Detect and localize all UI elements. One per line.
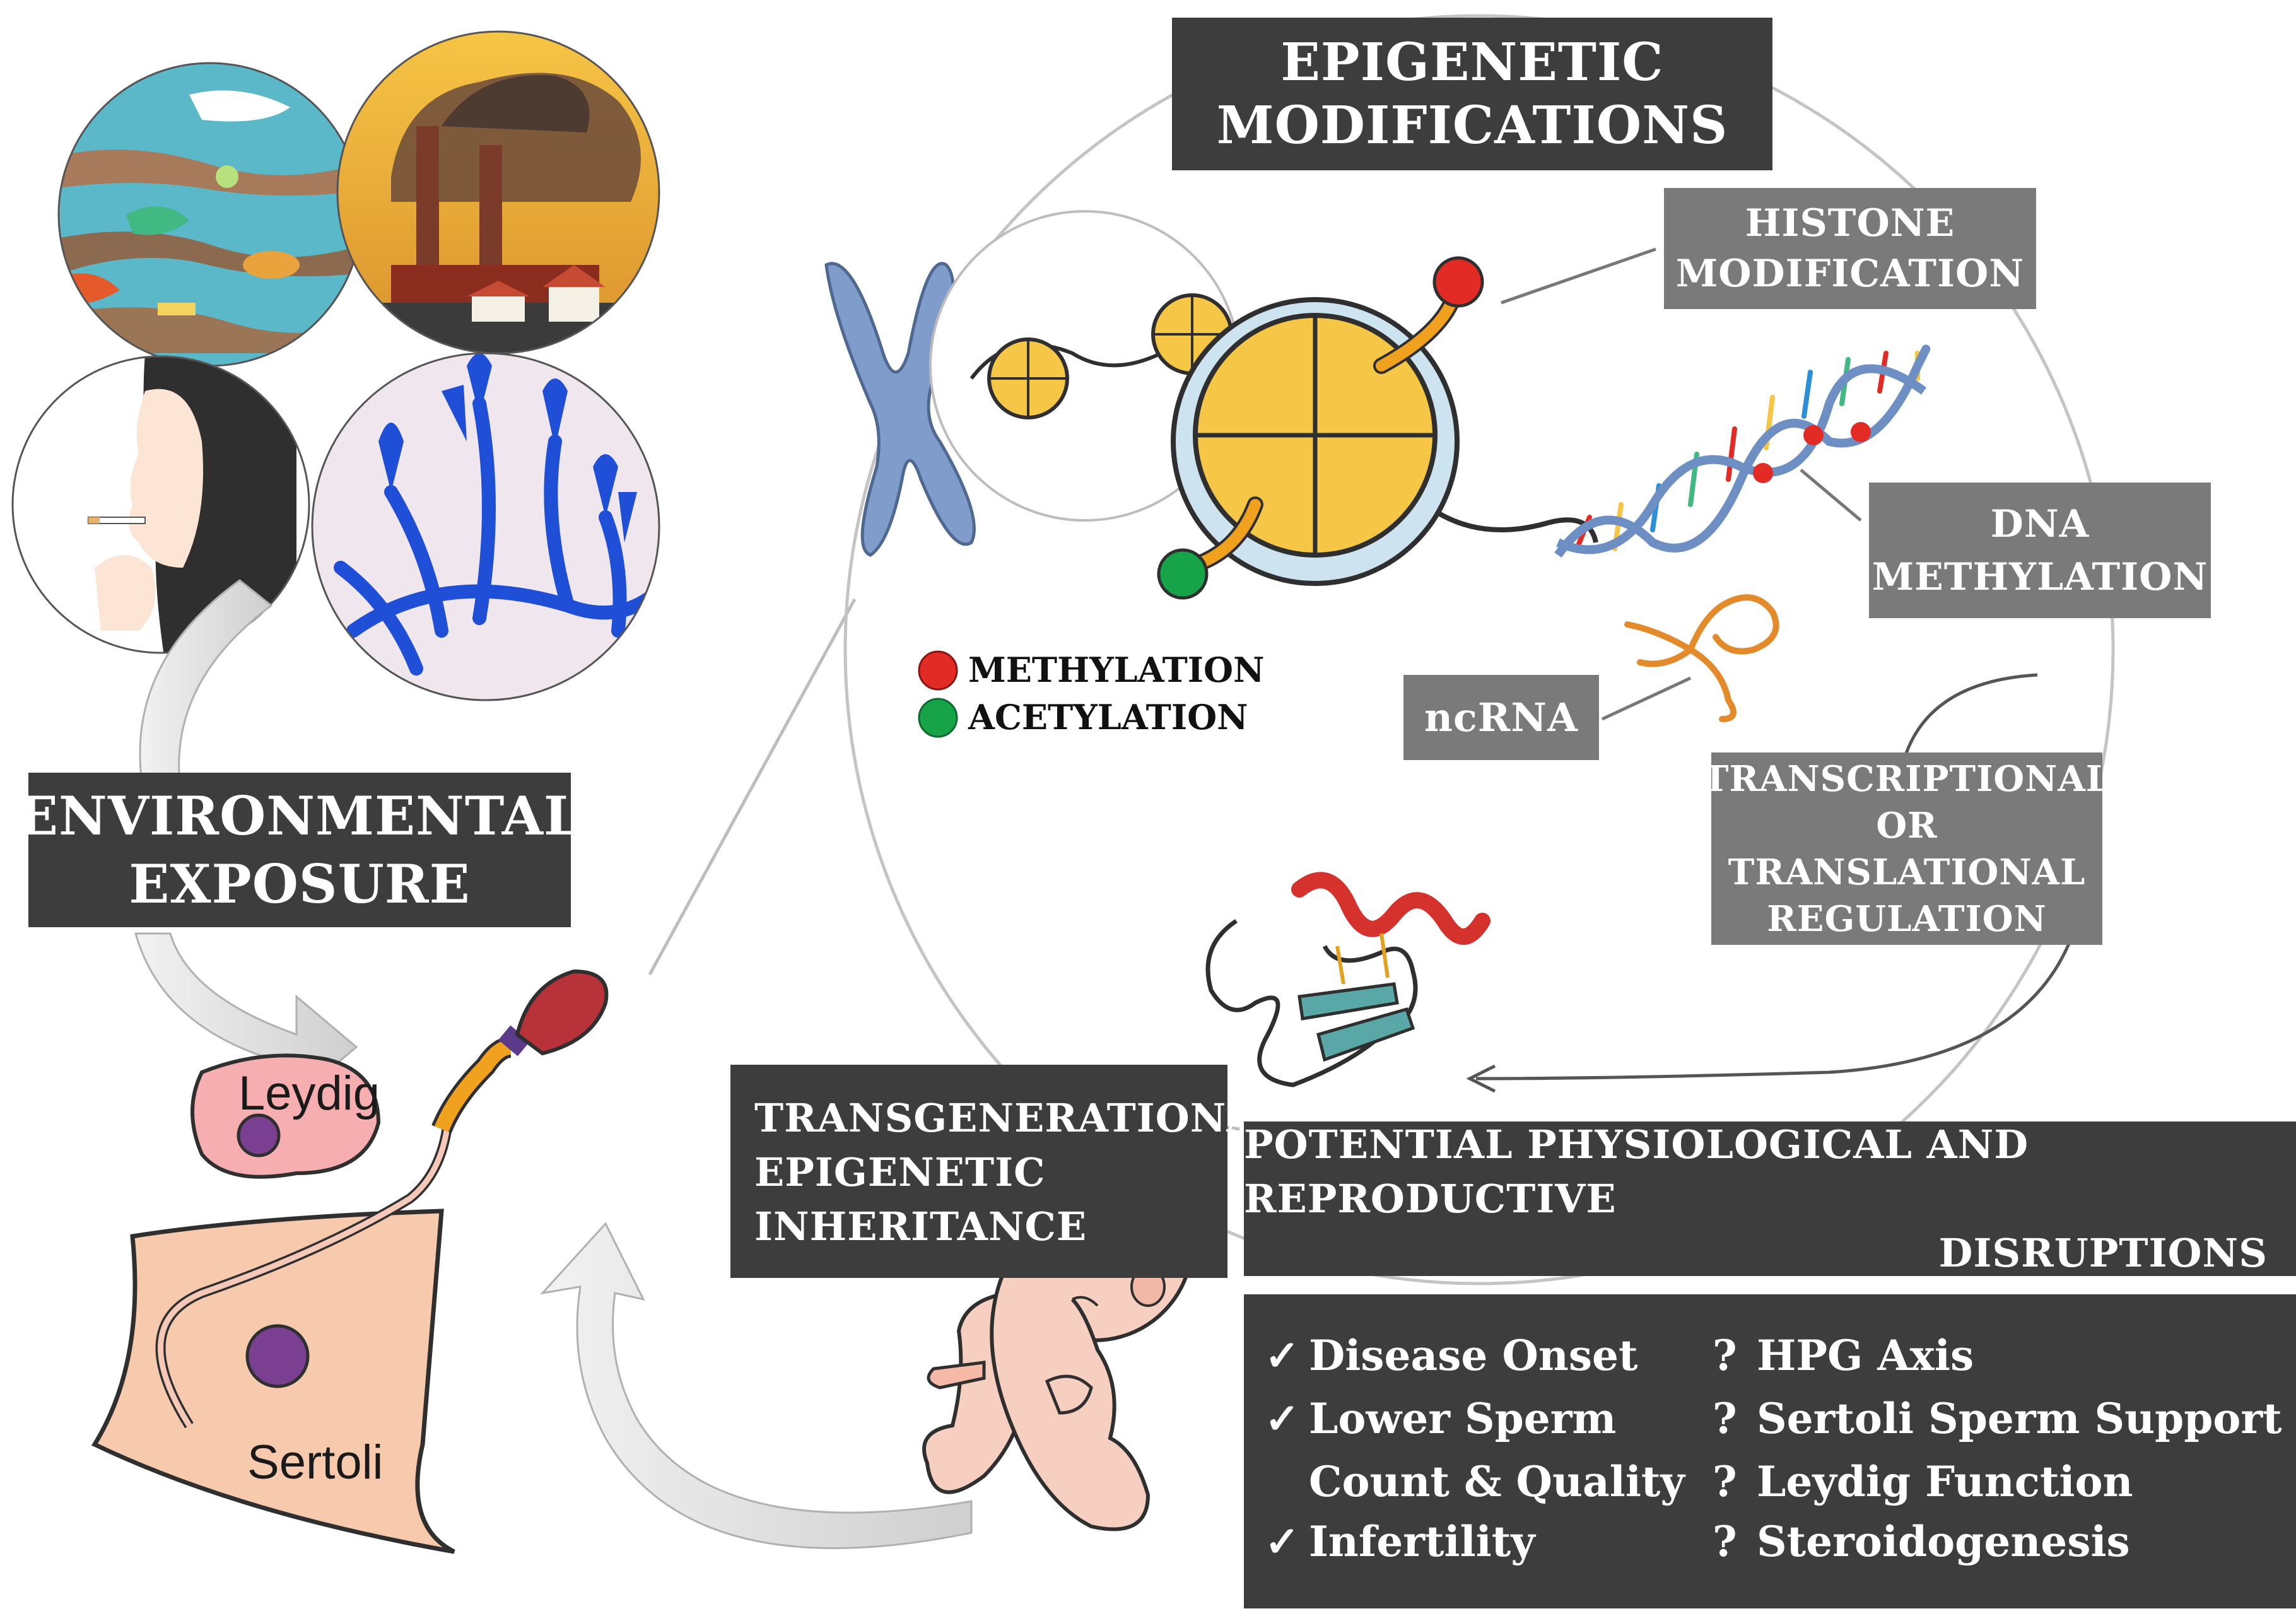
question-icon: ?	[1713, 1394, 1737, 1443]
potential-line-1: POTENTIAL PHYSIOLOGICAL AND REPRODUCTIVE	[1244, 1121, 2029, 1222]
question-icon: ?	[1713, 1457, 1737, 1506]
trans-line-1: TRANSGENERATIONAL	[754, 1095, 1286, 1141]
check-icon: ✓	[1265, 1394, 1300, 1443]
fungus-icon	[312, 353, 659, 700]
protein-icon	[1205, 872, 1491, 1087]
legend-acetylation-label: ACETYLATION	[968, 697, 1248, 737]
outcomes-panel	[1244, 1294, 2296, 1608]
nucleosome-icon	[1157, 256, 1598, 600]
histone-line-1: HISTONE	[1745, 201, 1955, 245]
zoom-line	[648, 598, 857, 976]
dna-methylation-label: DNA METHYLATION	[1869, 483, 2211, 618]
ncrna-label: ncRNA	[1403, 675, 1599, 760]
regulation-label: TRANSCRIPTIONAL OR TRANSLATIONAL REGULAT…	[1702, 752, 2111, 945]
factory-pollution-icon	[337, 32, 659, 353]
environmental-exposure-title: ENVIRONMENTAL EXPOSURE	[18, 773, 581, 927]
outcome-lower-sperm: ✓Lower Sperm	[1265, 1394, 1617, 1443]
title-line-1: EPIGENETIC	[1280, 32, 1664, 93]
trans-line-2: EPIGENETIC	[754, 1149, 1046, 1195]
regulation-line-3: REGULATION	[1767, 898, 2047, 940]
methylation-dot-icon	[918, 650, 958, 691]
acetylation-dot-icon	[918, 698, 958, 738]
env-line-1: ENVIRONMENTAL	[18, 784, 582, 847]
transgenerational-inheritance-title: TRANSGENERATIONAL EPIGENETIC INHERITANCE	[730, 1065, 1286, 1278]
check-icon: ✓	[1265, 1331, 1300, 1380]
outcome-leydig-function: ?Leydig Function	[1713, 1457, 2133, 1506]
dna-line-1: DNA	[1990, 501, 2090, 546]
regulation-line-2: OR TRANSLATIONAL	[1728, 804, 2086, 893]
histone-modification-label: HISTONE MODIFICATION	[1664, 188, 2036, 309]
question-icon: ?	[1713, 1517, 1737, 1566]
dna-helix-icon	[1554, 344, 1931, 558]
sperm-icon	[155, 969, 609, 1429]
regulation-line-1: TRANSCRIPTIONAL	[1702, 758, 2112, 800]
leydig-label: Leydig	[238, 1067, 380, 1120]
sertoli-cell-icon	[91, 1209, 455, 1554]
check-icon: ✓	[1265, 1517, 1300, 1566]
potential-disruptions-title: POTENTIAL PHYSIOLOGICAL AND REPRODUCTIVE…	[1244, 1121, 2296, 1276]
trans-line-3: INHERITANCE	[754, 1203, 1087, 1250]
outcome-sertoli-support: ?Sertoli Sperm Support	[1713, 1394, 2282, 1443]
potential-line-2: DISRUPTIONS	[1938, 1229, 2268, 1276]
env-line-2: EXPOSURE	[129, 852, 471, 915]
cycle-arrow-inheritance	[539, 1222, 973, 1549]
outcome-steroidogenesis: ?Steroidogenesis	[1713, 1517, 2130, 1566]
outcome-hpg-axis: ?HPG Axis	[1713, 1331, 1974, 1380]
sertoli-label: Sertoli	[247, 1436, 384, 1489]
title-line-2: MODIFICATIONS	[1216, 95, 1728, 156]
ncrna-text: ncRNA	[1424, 694, 1579, 741]
leydig-cell-icon	[190, 1053, 381, 1179]
epigenetic-modifications-title: EPIGENETIC MODIFICATIONS	[1172, 18, 1772, 170]
dna-line-2: METHYLATION	[1871, 554, 2208, 599]
histone-line-2: MODIFICATION	[1675, 252, 2025, 296]
legend-methylation-label: METHYLATION	[968, 650, 1265, 690]
outcome-count-quality: Count & Quality	[1309, 1457, 1685, 1506]
zoom-circle	[843, 14, 2115, 1285]
question-icon: ?	[1713, 1331, 1737, 1380]
outcome-infertility: ✓Infertility	[1265, 1517, 1535, 1566]
outcome-disease-onset: ✓Disease Onset	[1265, 1331, 1638, 1380]
ncrna-icon	[1624, 594, 1779, 722]
water-pollution-icon	[59, 63, 361, 366]
